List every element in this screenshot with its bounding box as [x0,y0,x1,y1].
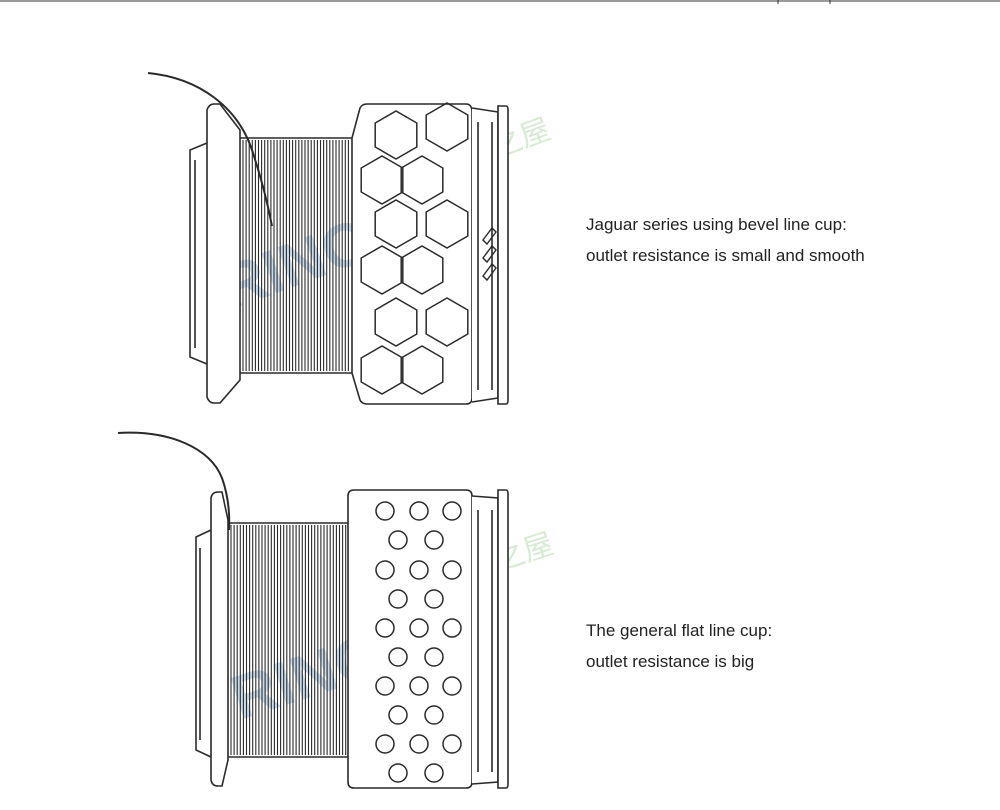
fishing-line [117,431,231,531]
front-flange [210,491,229,787]
flat-spool-illustration [117,431,509,789]
caption-line: outlet resistance is big [586,652,755,671]
hexagon-cell [400,245,444,295]
hexagon-cell [400,345,444,395]
line-body-edge [228,522,352,758]
circle-hole [388,530,408,550]
line-body-edge [240,137,352,374]
bevel-spool-illustration [147,72,509,405]
circle-hole [409,560,429,580]
circle-hole [442,501,462,521]
fishing-line [147,72,273,227]
circle-hole [388,705,408,725]
flat-cup-caption: The general flat line cup: outlet resist… [586,615,772,677]
hexagon-cell [400,155,444,205]
wound-line [242,140,349,371]
circle-hole [409,618,429,638]
circle-pattern [375,501,462,783]
front-lip [195,529,212,758]
circle-hole [409,501,429,521]
circle-hole [409,734,429,754]
caption-line: Jaguar series using bevel line cup: [586,215,847,234]
circle-hole [388,647,408,667]
circle-hole [424,763,444,783]
circle-hole [442,676,462,696]
circle-hole [388,763,408,783]
hexagon-cell [374,199,418,249]
circle-hole [424,647,444,667]
circle-hole [375,501,395,521]
hexagon-cell [360,245,404,295]
vent-slots [482,226,497,282]
circle-hole [375,560,395,580]
hexagon-cell [425,199,469,249]
circle-hole [442,734,462,754]
caption-line: The general flat line cup: [586,621,773,640]
rear-collar [471,495,499,785]
hexagon-cell [374,110,418,160]
wound-line [230,525,350,755]
circle-hole [375,734,395,754]
hexagon-cell [360,155,404,205]
front-lip [189,142,208,365]
rear-flange [497,105,509,405]
circle-hole [424,530,444,550]
hexagon-pattern [360,102,469,395]
rear-collar-groove [477,510,493,772]
circle-hole [375,618,395,638]
front-flange [206,103,241,404]
circle-hole [442,560,462,580]
hexagon-cell [425,102,469,152]
circle-hole [388,589,408,609]
hexagon-cell [374,297,418,347]
circle-hole [424,705,444,725]
circle-hole [375,676,395,696]
rear-flange [497,489,509,789]
circle-hole [442,618,462,638]
circle-hole [424,589,444,609]
hexagon-cell [360,345,404,395]
caption-line: outlet resistance is small and smooth [586,246,865,265]
bevel-cup-caption: Jaguar series using bevel line cup: outl… [586,209,865,271]
hexagon-cell [425,297,469,347]
circle-hole [409,676,429,696]
